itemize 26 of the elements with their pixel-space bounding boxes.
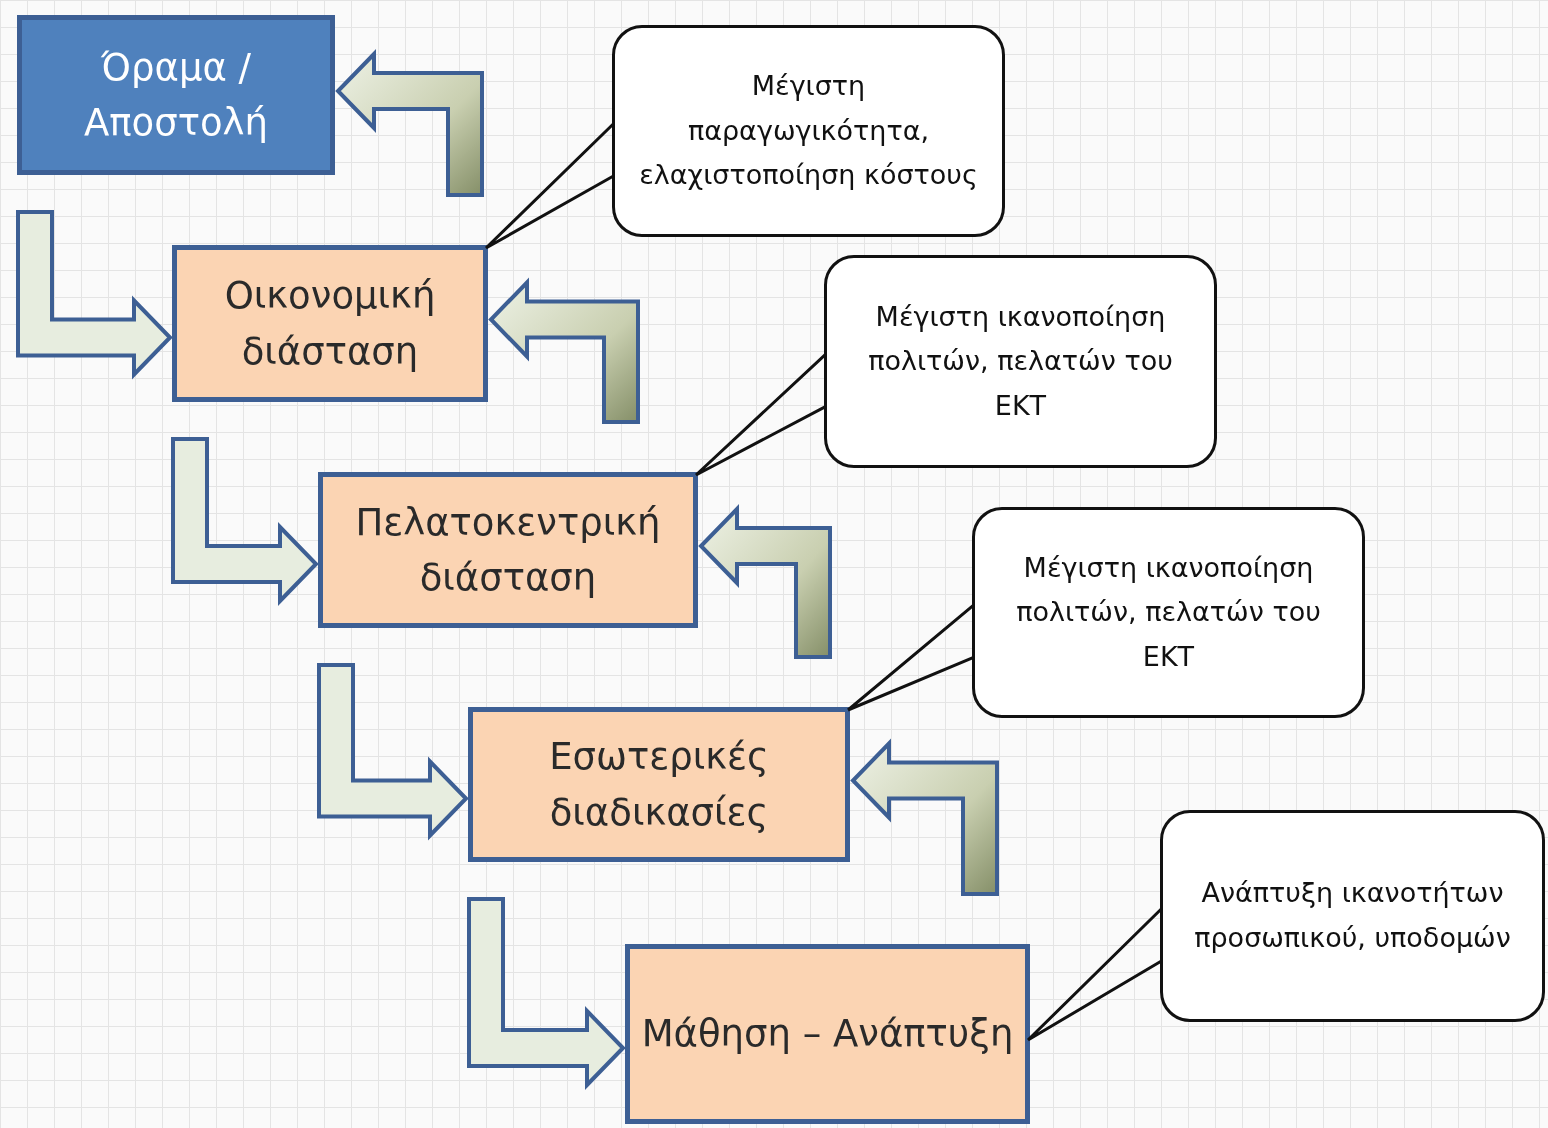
- callout-text: Μέγιστη ικανοποίηση πολιτών, πελατών του ΕΚΤ: [1015, 550, 1322, 674]
- process-box: [172, 245, 488, 402]
- bent-arrow: [850, 738, 999, 896]
- process-box: [468, 707, 850, 862]
- callout-bubble: [972, 507, 1365, 718]
- box-label: Οικονομική διάσταση: [223, 273, 437, 375]
- bent-arrow: [16, 210, 173, 380]
- callout-bubble: [824, 255, 1217, 468]
- callout-bubble: [1160, 810, 1545, 1022]
- callout-text: Μέγιστη ικανοποίηση πολιτών, πελατών του ΕΚΤ: [867, 299, 1174, 423]
- process-box: [318, 472, 698, 628]
- box-label: Μάθηση – Ανάπτυξη: [641, 1011, 1014, 1058]
- bent-arrow: [317, 663, 469, 841]
- callout-text: Μέγιστη παραγωγικότητα, ελαχιστοποίηση κόστους: [639, 69, 978, 193]
- box-label: Πελατοκεντρική διάσταση: [354, 499, 662, 601]
- box-label: Εσωτερικές διαδικασίες: [548, 734, 770, 836]
- process-box: [625, 944, 1030, 1124]
- callout-text: Ανάπτυξη ικανοτήτων προσωπικού, υποδομών: [1193, 876, 1512, 955]
- bent-arrow: [467, 897, 626, 1090]
- box-label: Όραμα / Αποστολή: [83, 44, 269, 146]
- callout-bubble: [612, 25, 1005, 237]
- bent-arrow: [335, 49, 484, 197]
- bent-arrow: [171, 437, 319, 606]
- process-box: [17, 15, 335, 175]
- bent-arrow: [488, 277, 640, 424]
- bent-arrow: [698, 504, 832, 659]
